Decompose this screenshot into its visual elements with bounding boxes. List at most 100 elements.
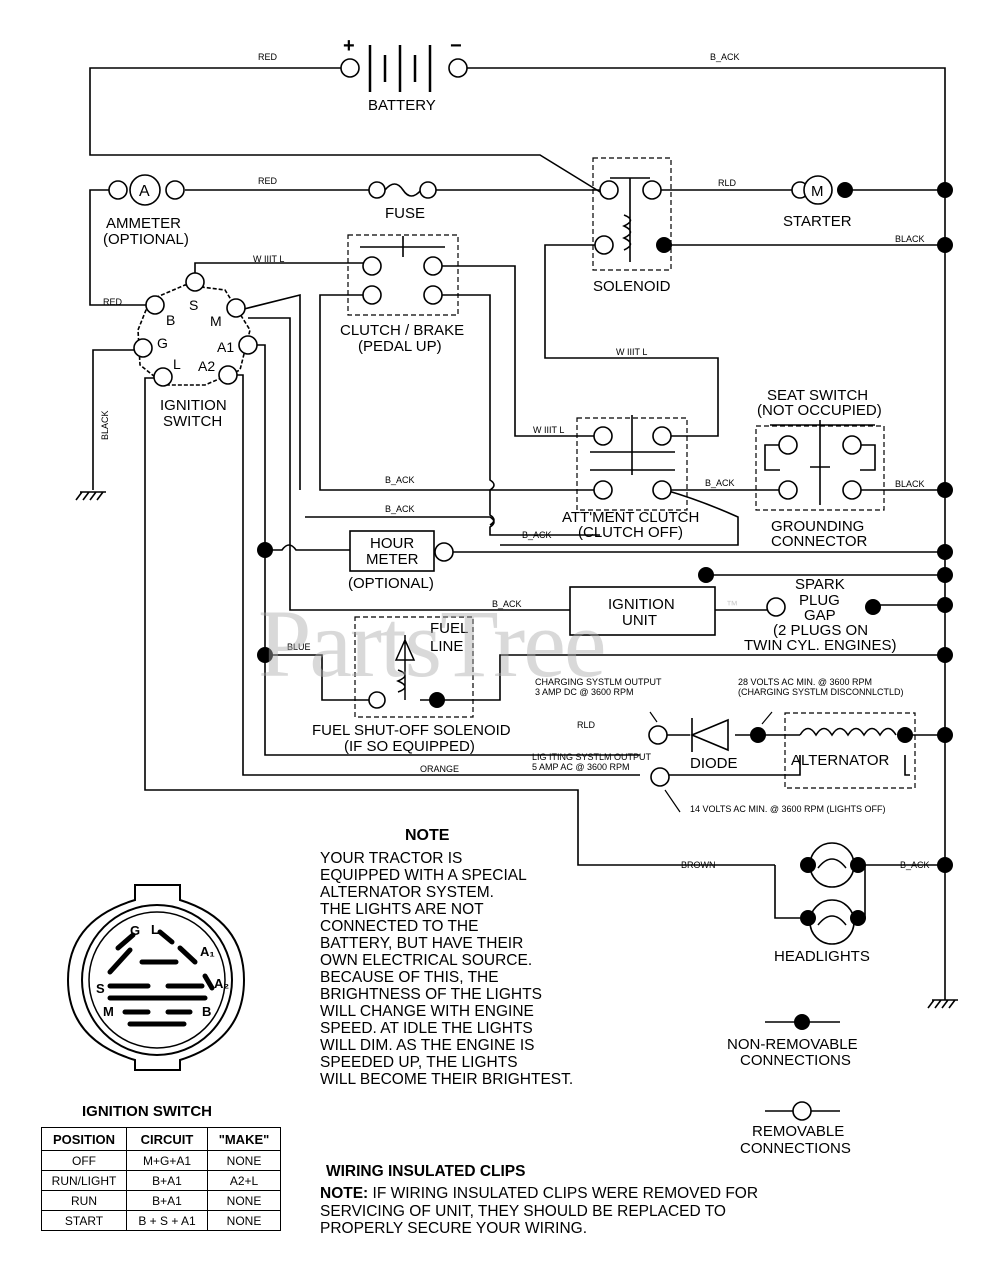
note-line: YOUR TRACTOR IS (320, 850, 463, 867)
table-cell: B+A1 (126, 1190, 208, 1211)
fuse-label: FUSE (385, 205, 425, 222)
note-line: THE LIGHTS ARE NOT (320, 901, 484, 918)
removable-sub: CONNECTIONS (740, 1140, 851, 1157)
switch-face-A1: A₁ (200, 944, 215, 959)
switch-face-L: L (151, 922, 159, 937)
note-line: WILL BECOME THEIR BRIGHTEST. (320, 1071, 574, 1088)
watermark: PartsTree (258, 590, 606, 697)
starter-label: STARTER (783, 213, 852, 230)
wire-black-seat: B_ACK (705, 478, 735, 488)
table-cell: M+G+A1 (126, 1150, 208, 1171)
non-removable-label: NON-REMOVABLE (727, 1036, 858, 1053)
note-line: BECAUSE OF THIS, THE (320, 969, 499, 986)
wire-black-clutch2: B_ACK (385, 504, 415, 514)
battery-label: BATTERY (368, 97, 436, 114)
switch-face-S: S (96, 981, 105, 996)
ignition-switch-face: G L A₁ A₂ S M B (66, 884, 246, 1071)
table-cell: NONE (207, 1210, 281, 1231)
ignition-unit-label: IGNITION (608, 596, 675, 613)
table-row: START B + S + A1 NONE (41, 1210, 281, 1231)
note-line: WILL DIM. AS THE ENGINE IS (320, 1037, 535, 1054)
attment-clutch-label: ATT'MENT CLUTCH (562, 509, 699, 526)
fuel-shutoff-sub: (IF SO EQUIPPED) (344, 738, 475, 755)
hour-meter-label: HOUR (370, 535, 414, 552)
table-cell: RUN/LIGHT (41, 1170, 127, 1191)
wire-red-top: RED (258, 52, 278, 62)
wire-white-clutch: W IIIT L (533, 425, 564, 435)
terminal-A2: A2 (198, 358, 215, 374)
table-cell: START (41, 1210, 127, 1231)
diode-label: DIODE (690, 755, 738, 772)
table-cell: NONE (207, 1190, 281, 1211)
wire-brown: BROWN (681, 860, 716, 870)
wiring-clips-note-label: NOTE: (320, 1185, 369, 1202)
ignition-switch-table: POSITION CIRCUIT "MAKE" OFF M+G+A1 NONE … (41, 1127, 281, 1231)
table-header: CIRCUIT (126, 1127, 208, 1151)
ammeter-symbol: A (139, 183, 150, 200)
grounding-connector-sub: CONNECTOR (771, 533, 868, 550)
table-cell: OFF (41, 1150, 127, 1171)
note-line: SPEED. AT IDLE THE LIGHTS (320, 1020, 533, 1037)
ignition-switch-table-title: IGNITION SWITCH (82, 1103, 212, 1120)
fuel-line-label: FUEL (430, 620, 468, 637)
wire-blue: BLUE (287, 642, 311, 652)
wiring-clips-line-1: SERVICING OF UNIT, THEY SHOULD BE REPLAC… (320, 1202, 726, 1220)
switch-face-G: G (130, 923, 140, 938)
note-body: YOUR TRACTOR IS EQUIPPED WITH A SPECIAL … (320, 850, 573, 1088)
removable-label: REMOVABLE (752, 1123, 844, 1140)
wire-black-ign-unit: B_ACK (492, 599, 522, 609)
wire-black-vert: BLACK (100, 410, 110, 440)
terminal-A1: A1 (217, 339, 234, 355)
wire-orange: ORANGE (420, 764, 459, 774)
wiring-clips-line-0: IF WIRING INSULATED CLIPS WERE REMOVED F… (372, 1185, 759, 1202)
table-row: OFF M+G+A1 NONE (41, 1150, 281, 1171)
spark-plug-line-2: GAP (804, 607, 836, 624)
table-row: RUN B+A1 NONE (41, 1190, 281, 1211)
wiring-clips-line-2: PROPERLY SECURE YOUR WIRING. (320, 1220, 587, 1237)
note-line: WILL CHANGE WITH ENGINE (320, 1003, 534, 1020)
ammeter-label: AMMETER (106, 215, 181, 232)
wire-red-ign: RED (103, 297, 123, 307)
table-cell: NONE (207, 1150, 281, 1171)
spark-plug-line-1: PLUG (799, 592, 840, 609)
table-cell: A2+L (207, 1170, 281, 1191)
terminal-B: B (166, 312, 175, 328)
lights-off-note: 14 VOLTS AC MIN. @ 3600 RPM (LIGHTS OFF) (690, 804, 886, 814)
seat-switch-sub: (NOT OCCUPIED) (757, 402, 882, 419)
wire-black-headlight: B_ACK (900, 860, 930, 870)
table-header: POSITION (41, 1127, 127, 1151)
wire-black-clutch1: B_ACK (385, 475, 415, 485)
note-line: CONNECTED TO THE (320, 918, 479, 935)
wiring-clips-body: NOTE: IF WIRING INSULATED CLIPS WERE REM… (320, 1185, 758, 1238)
spark-plug-line-3: (2 PLUGS ON (773, 622, 868, 639)
grounding-connector-label: GROUNDING (771, 518, 864, 535)
terminal-M: M (210, 313, 222, 329)
table-cell: B+A1 (126, 1170, 208, 1191)
wire-black-right: BLACK (895, 479, 925, 489)
ignition-switch-sub: SWITCH (163, 413, 222, 430)
wiring-clips-line: NOTE: IF WIRING INSULATED CLIPS WERE REM… (320, 1185, 758, 1203)
watermark-tm: ™ (726, 598, 738, 612)
non-removable-sub: CONNECTIONS (740, 1052, 851, 1069)
note-line: EQUIPPED WITH A SPECIAL (320, 867, 527, 884)
wire-black-clutch3: B_ACK (522, 530, 552, 540)
seat-switch-label: SEAT SWITCH (767, 387, 868, 404)
clutch-brake-sub: (PEDAL UP) (358, 338, 442, 355)
hour-meter-sub: METER (366, 551, 419, 568)
switch-face-B: B (202, 1004, 211, 1019)
battery-symbol (368, 45, 432, 92)
charging-output-1: CHARGING SYSTLM OUTPUT (535, 677, 662, 687)
wiring-clips-title: WIRING INSULATED CLIPS (326, 1163, 526, 1180)
table-header-row: POSITION CIRCUIT "MAKE" (41, 1127, 281, 1151)
alternator-label: ALTERNATOR (791, 752, 890, 769)
ammeter-optional: (OPTIONAL) (103, 231, 189, 248)
wire-red-starter: RLD (718, 178, 737, 188)
table-row: RUN/LIGHT B+A1 A2+L (41, 1170, 281, 1191)
table-header: "MAKE" (207, 1127, 281, 1151)
fuel-line-sub: LINE (430, 638, 463, 655)
charging-ac-1: 28 VOLTS AC MIN. @ 3600 RPM (738, 677, 872, 687)
note-line: BRIGHTNESS OF THE LIGHTS (320, 986, 542, 1003)
wire-red-fuse: RED (258, 176, 278, 186)
switch-face-A2: A₂ (214, 976, 229, 991)
